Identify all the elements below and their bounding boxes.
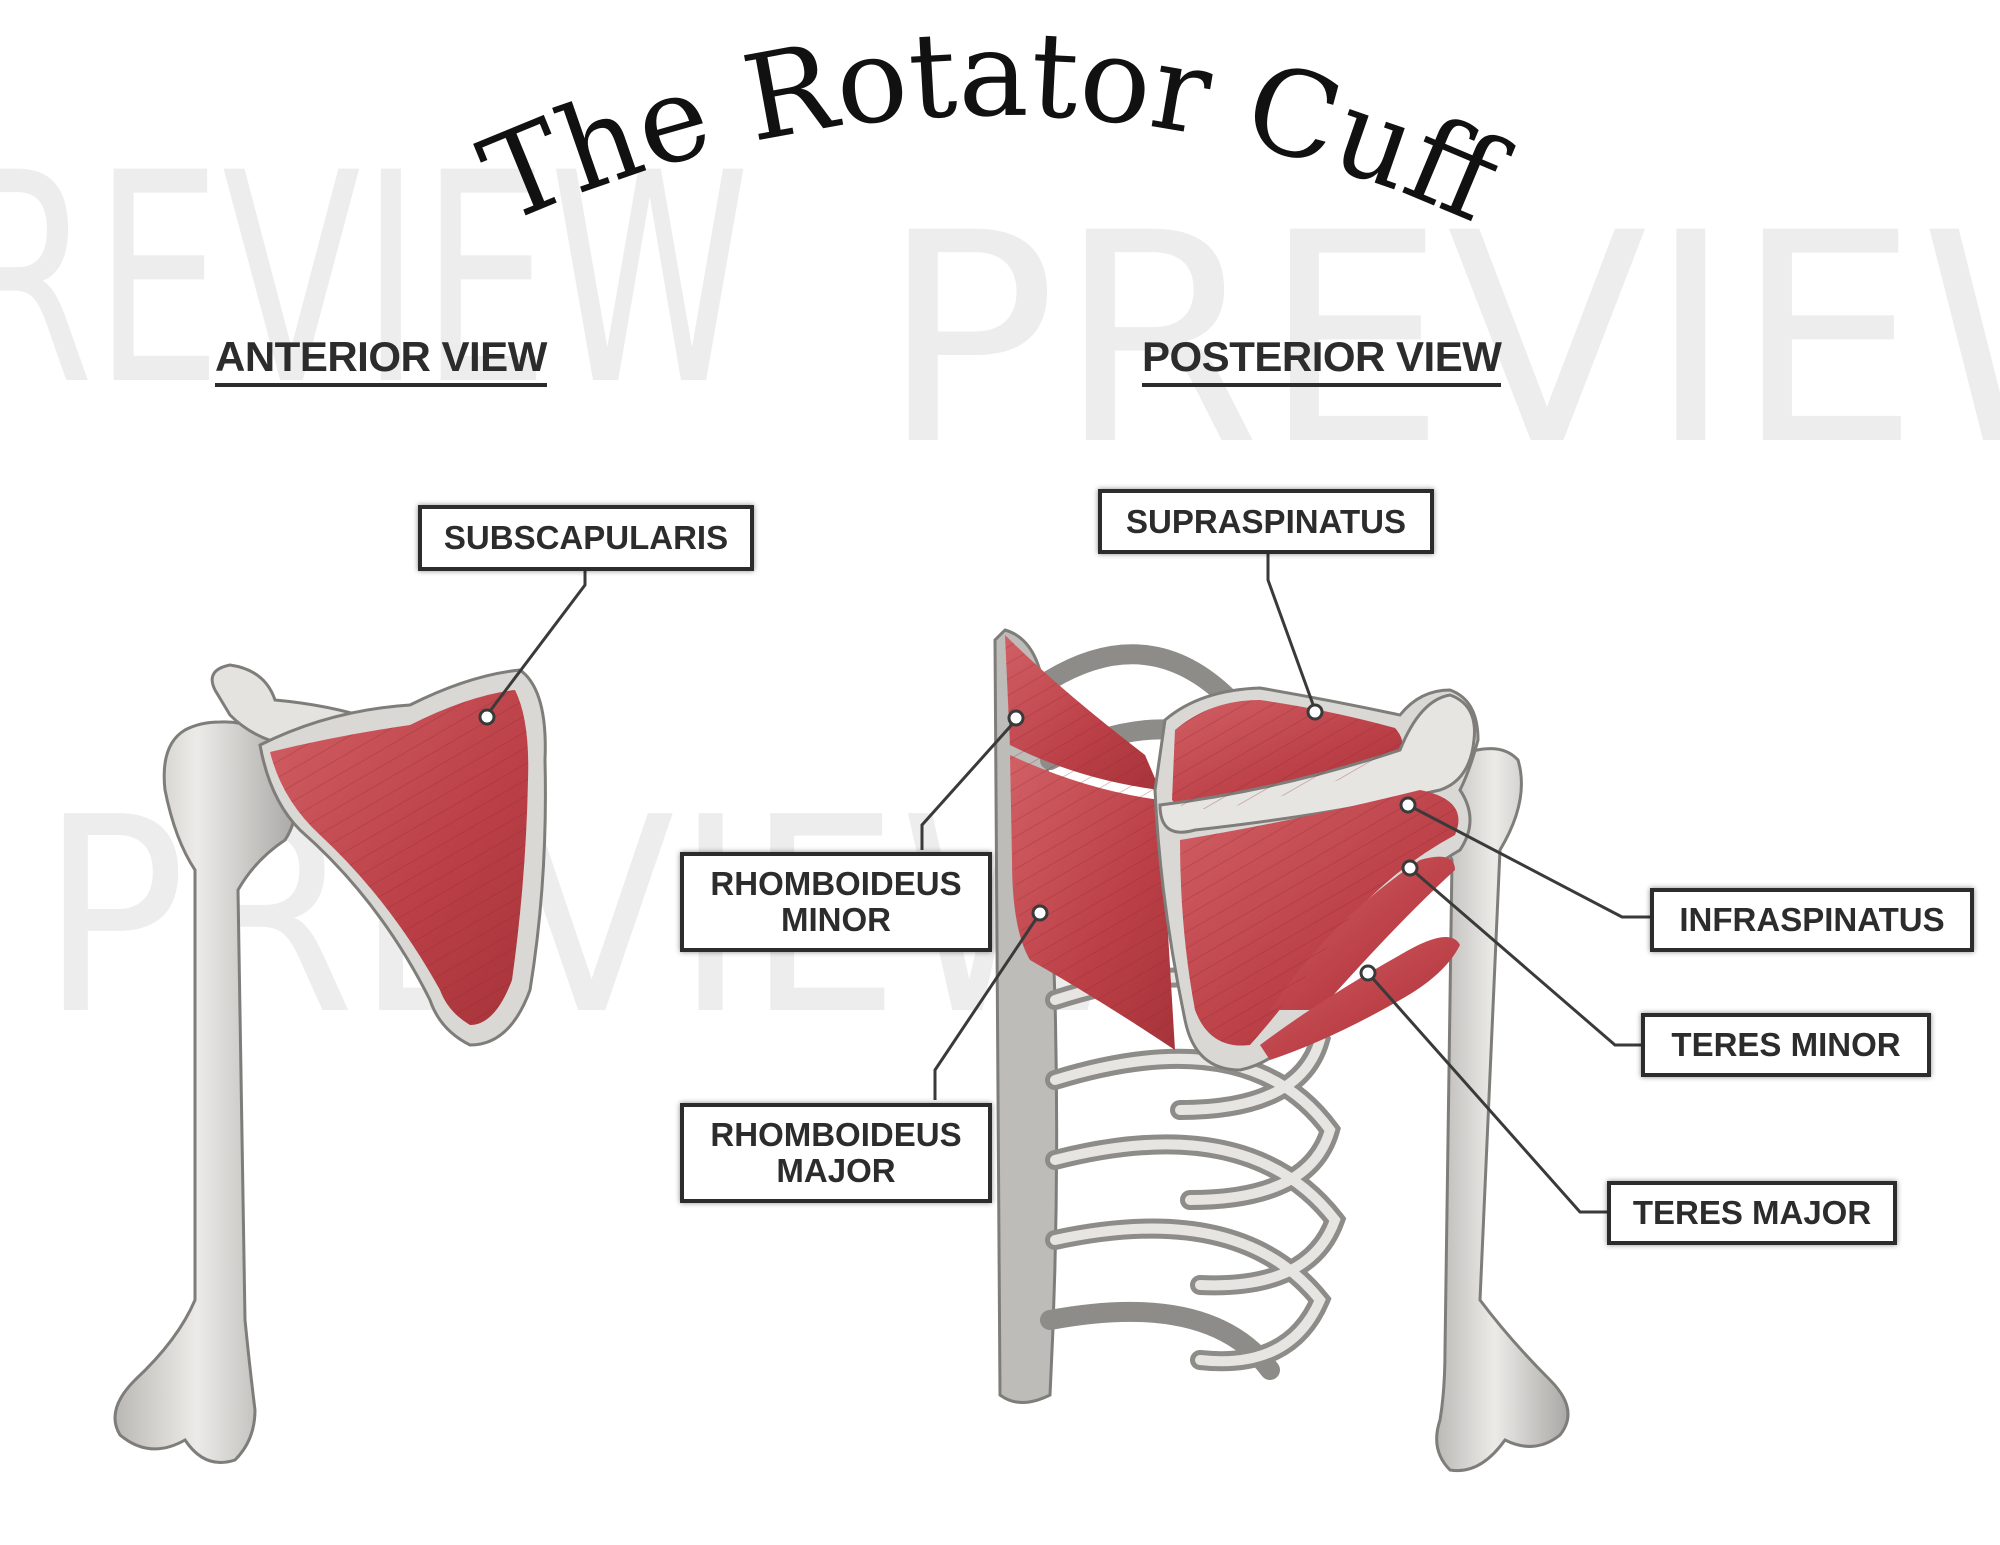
anchor-dot [1359, 964, 1377, 982]
label-rhomboideus-minor: RHOMBOIDEUS MINOR [680, 852, 992, 952]
anchor-dot [1306, 703, 1324, 721]
anterior-shoulder-illustration [113, 663, 547, 1464]
humerus-bone [1433, 747, 1570, 1473]
anterior-view-heading: ANTERIOR VIEW [215, 334, 547, 388]
watermark-text: PREVIEW [880, 172, 2000, 509]
leader-line-subscapularis [485, 568, 587, 716]
teres-minor-muscle [1270, 856, 1455, 1010]
label-infraspinatus: INFRASPINATUS [1650, 888, 1974, 952]
label-supraspinatus: SUPRASPINATUS [1098, 489, 1434, 554]
teres-major-muscle [1260, 937, 1460, 1060]
anchor-dot [1031, 904, 1049, 922]
posterior-shoulder-illustration [993, 628, 1570, 1473]
leader-line-infraspinatus [1407, 803, 1650, 919]
anchor-dot [1007, 709, 1025, 727]
label-teres-minor: TERES MINOR [1641, 1013, 1931, 1077]
anchor-dot [1399, 796, 1417, 814]
leader-line-rhomboideus-minor [920, 718, 1018, 850]
label-anchor-dots [478, 703, 1419, 982]
label-teres-major: TERES MAJOR [1607, 1181, 1897, 1245]
leader-line-supraspinatus [1266, 550, 1317, 711]
leader-line-teres-minor [1409, 866, 1642, 1047]
leader-lines [485, 550, 1650, 1214]
leader-line-rhomboideus-major [933, 912, 1042, 1100]
posterior-view-heading: POSTERIOR VIEW [1142, 334, 1502, 388]
label-rhomboideus-major: RHOMBOIDEUS MAJOR [680, 1103, 992, 1203]
watermark-text: PREVIEW [0, 112, 750, 449]
anchor-dot [1401, 859, 1419, 877]
leader-line-teres-major [1366, 972, 1608, 1214]
label-subscapularis: SUBSCAPULARIS [418, 505, 754, 571]
anchor-dot [478, 708, 496, 726]
